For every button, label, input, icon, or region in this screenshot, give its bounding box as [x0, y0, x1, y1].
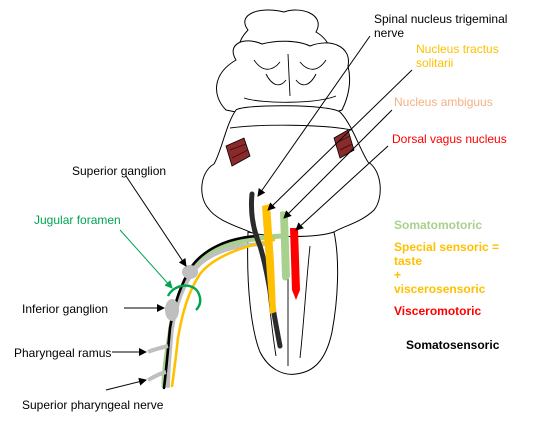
jugular-foramen-ring: [166, 284, 202, 311]
leader-spinal-trigeminal: [257, 35, 371, 197]
special-sensoric-fiber-trunk: [170, 238, 276, 388]
leader-dorsal-vagus: [295, 145, 389, 231]
nuclei: [249, 191, 300, 349]
legend-special-sensoric-line1: Special sensoric =: [394, 240, 500, 254]
pons-outline: [201, 105, 381, 242]
nucleus-tractus-solitarii: [262, 204, 276, 314]
spinal-trigeminal-nucleus: [249, 191, 283, 349]
leader-tractus-solitarii: [267, 69, 413, 211]
label-ambiguus: Nucleus ambiguus: [394, 95, 493, 109]
pharyngeal-ramus-branch: [147, 344, 169, 354]
somatosensoric-fiber-trunk: [162, 234, 260, 390]
peduncle-sections: [225, 129, 355, 167]
superior-pharyngeal-branch: [147, 370, 167, 382]
label-dorsal-vagus: Dorsal vagus nucleus: [392, 132, 507, 146]
label-tractus-solitarii: Nucleus tractus solitarii: [416, 42, 499, 70]
legend-special-sensoric-line4: viscerosensoric: [394, 282, 486, 296]
leader-ambiguus: [283, 109, 393, 219]
legend-visceromotoric: Visceromotoric: [394, 304, 482, 318]
leader-jugular-foramen: [119, 229, 173, 289]
leader-lines: [105, 35, 413, 391]
inferior-ganglion: [165, 299, 179, 321]
legend-somatosensoric: Somatosensoric: [406, 338, 500, 352]
leader-superior-pharyngeal: [105, 377, 147, 391]
midbrain-outline: [216, 40, 351, 117]
ganglia-and-branches: [147, 265, 202, 382]
label-superior-ganglion: Superior ganglion: [72, 164, 167, 178]
nerve-trunk-gray: [166, 242, 270, 388]
legend-somatomotoric: Somatomotoric: [394, 218, 483, 232]
label-spinal-trigeminal: Spinal nucleus trigeminal nerve: [374, 12, 507, 40]
dorsal-vagus-nucleus: [290, 228, 300, 300]
nucleus-ambiguus: [280, 211, 290, 281]
label-tractus-solitarii-line1: Nucleus tractus: [416, 42, 499, 56]
legend-special-sensoric-line3: +: [394, 268, 402, 282]
brainstem-outline: [201, 9, 381, 375]
label-pharyngeal-ramus: Pharyngeal ramus: [14, 346, 112, 360]
label-spinal-trigeminal-line1: Spinal nucleus trigeminal: [374, 12, 508, 26]
superior-ganglion: [182, 265, 198, 279]
legend-special-sensoric: Special sensoric = taste + viscerosensor…: [394, 240, 499, 296]
label-tractus-solitarii-line2: solitarii: [416, 56, 454, 70]
label-jugular-foramen: Jugular foramen: [34, 213, 121, 227]
legend-special-sensoric-line2: taste: [394, 254, 423, 268]
leader-superior-ganglion: [125, 175, 187, 267]
label-superior-pharyngeal: Superior pharyngeal nerve: [22, 398, 164, 412]
label-inferior-ganglion: Inferior ganglion: [22, 302, 109, 316]
right-peduncle-section: [333, 129, 355, 159]
label-spinal-trigeminal-line2: nerve: [374, 26, 405, 40]
